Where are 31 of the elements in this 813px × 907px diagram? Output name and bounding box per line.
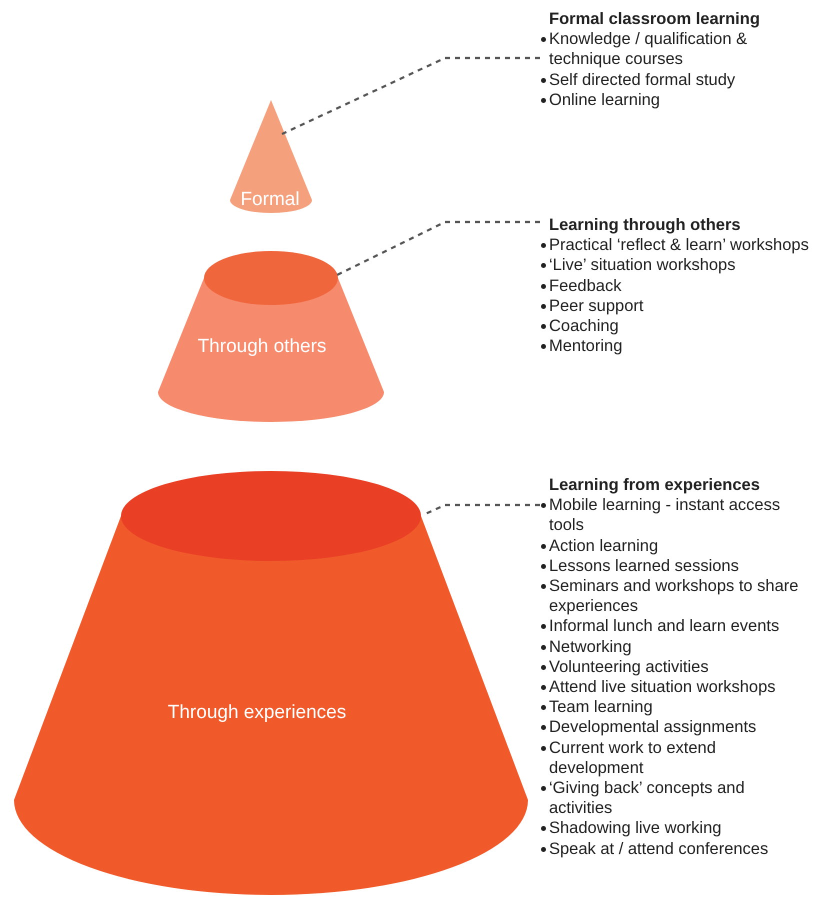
list-item: Action learning: [549, 536, 660, 556]
list-item: Networking: [549, 636, 633, 657]
list-item: Speak at / attend conferences: [549, 838, 770, 859]
list-item: Self directed formal study: [549, 70, 736, 90]
list-item: Lessons learned sessions: [549, 556, 740, 576]
list-heading: Learning through others: [549, 215, 742, 236]
list-item: Seminars and workshops to share experiences: [549, 576, 800, 616]
leader-line: [282, 56, 540, 135]
list-item: ‘Giving back’ concepts and activities: [549, 778, 746, 818]
list-item: Peer support: [549, 296, 644, 316]
leader-line: [336, 220, 540, 276]
list-item: Current work to extend development: [549, 738, 717, 778]
cone-label: Through experiences: [168, 702, 346, 724]
list-item: Shadowing live working: [549, 818, 722, 839]
list-item: Knowledge / qualification & technique courses: [549, 29, 748, 70]
list-item: Mentoring: [549, 336, 624, 356]
list-item: Mobile learning - instant access tools: [549, 495, 782, 536]
list-item: ‘Live’ situation workshops: [549, 255, 736, 276]
list-item: Feedback: [549, 276, 622, 296]
list-item: Coaching: [549, 316, 620, 336]
list-item: Team learning: [549, 697, 654, 718]
cone-label: Through others: [198, 336, 326, 358]
list-item: Informal lunch and learn events: [549, 616, 780, 637]
list-item: Developmental assignments: [549, 717, 758, 738]
list-item: Practical ‘reflect & learn’ workshops: [549, 235, 810, 256]
list-item: Volunteering activities: [549, 656, 710, 678]
list-heading: Formal classroom learning: [549, 9, 761, 30]
list-heading: Learning from experiences: [549, 475, 761, 496]
cone-label: Formal: [240, 189, 300, 211]
list-item: Online learning: [549, 90, 661, 110]
list-item: Attend live situation workshops: [549, 677, 777, 698]
